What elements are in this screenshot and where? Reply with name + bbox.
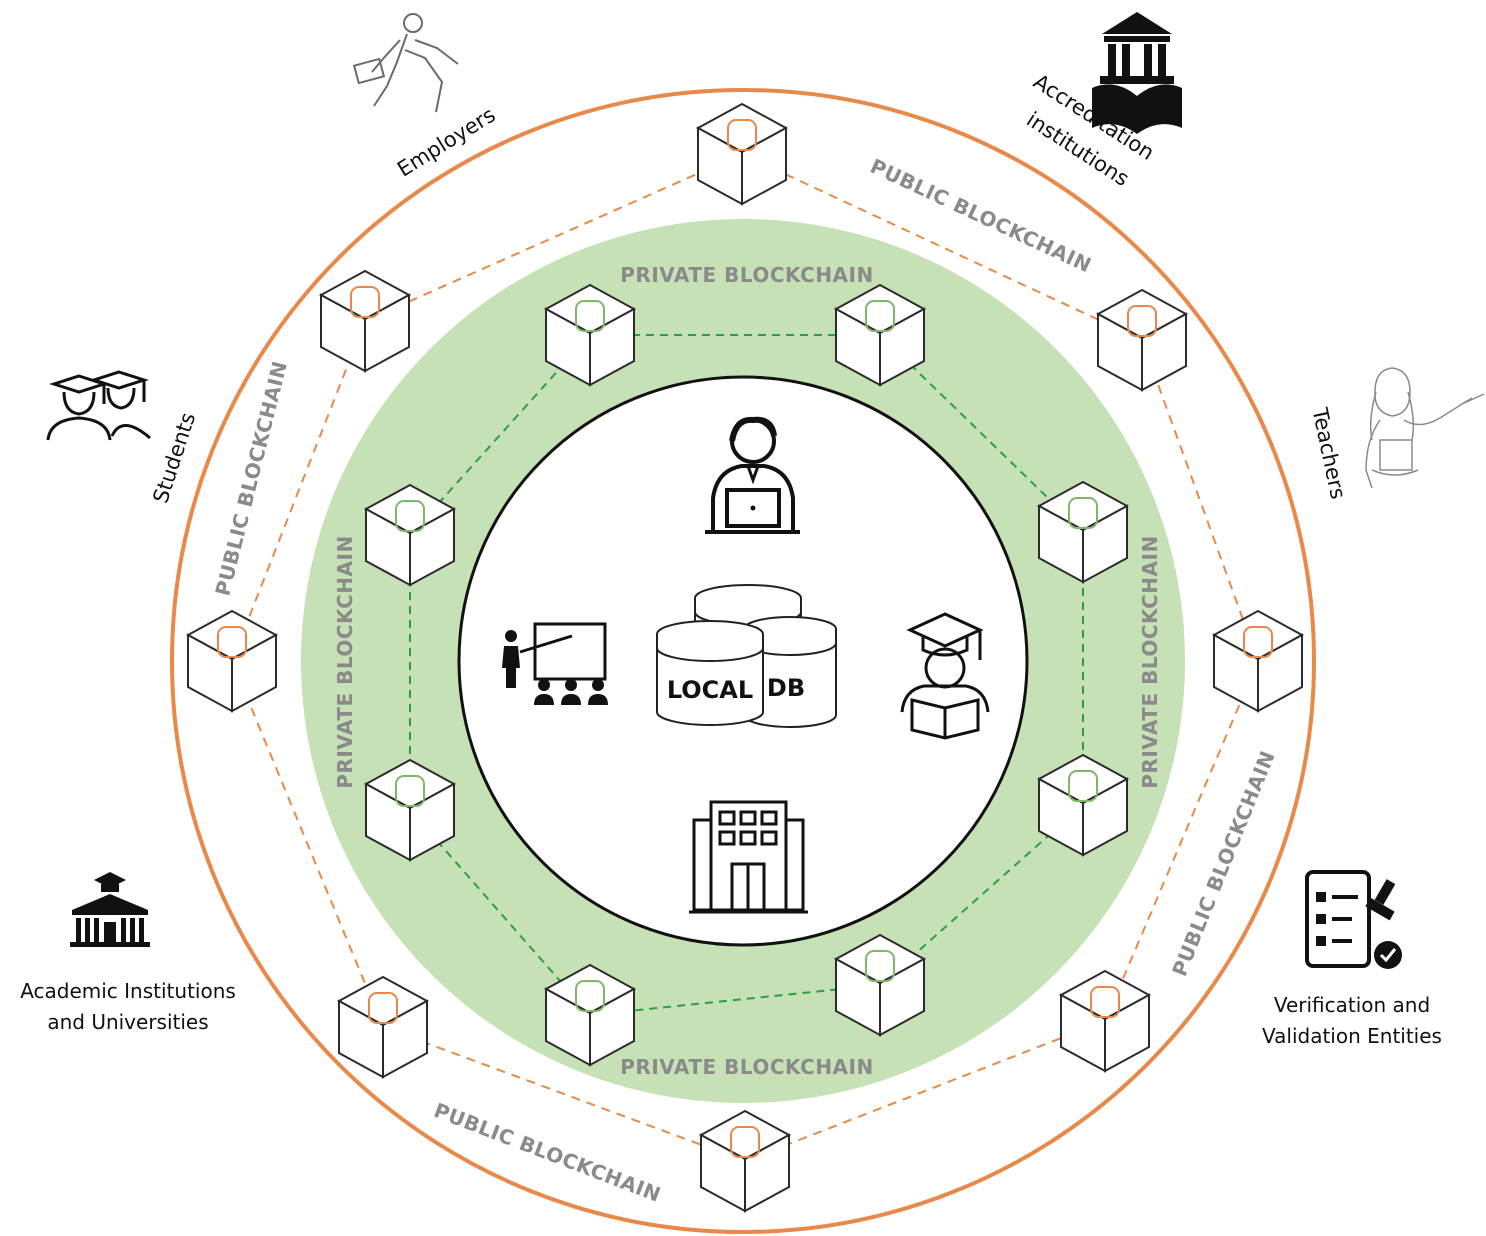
private-blockchain-label-left: PRIVATE BLOCKCHAIN: [333, 535, 357, 788]
private-node: [365, 484, 455, 586]
public-blockchain-label-left: PUBLIC BLOCKCHAIN: [210, 358, 292, 598]
local-db-icon: [656, 584, 837, 728]
private-nodes: [365, 284, 1128, 1066]
private-node: [545, 964, 635, 1066]
students-graduates-icon: [46, 370, 151, 441]
public-node: [187, 610, 277, 712]
private-node: [1038, 481, 1128, 583]
public-node: [338, 976, 428, 1078]
public-nodes: [187, 103, 1303, 1212]
db-label-right: DB: [767, 674, 805, 702]
teacher-class-icon: [502, 622, 608, 705]
public-blockchain-label-right: PUBLIC BLOCKCHAIN: [1167, 747, 1280, 980]
academic-label-line2: and Universities: [47, 1010, 208, 1034]
teacher-sketch-icon: [1365, 367, 1485, 489]
public-node: [1060, 970, 1150, 1072]
employer-walking-icon: [352, 13, 459, 113]
building-icon: [689, 800, 808, 914]
teachers-label: Teachers: [1307, 405, 1350, 501]
accreditation-institution-icon: [1092, 12, 1182, 134]
private-blockchain-label-bottom: PRIVATE BLOCKCHAIN: [620, 1055, 873, 1079]
public-blockchain-label-bottom-left: PUBLIC BLOCKCHAIN: [431, 1098, 665, 1207]
verification-label-line1: Verification and: [1274, 993, 1430, 1017]
private-node: [365, 759, 455, 861]
private-node: [835, 934, 925, 1036]
public-chain-links: [231, 153, 1259, 1162]
private-node: [545, 284, 635, 386]
admin-laptop-icon: [705, 416, 800, 534]
employers-label: Employers: [393, 103, 500, 182]
public-node: [697, 103, 787, 205]
students-label: Students: [148, 410, 200, 506]
private-blockchain-label-right: PRIVATE BLOCKCHAIN: [1138, 535, 1162, 788]
verification-label-line2: Validation Entities: [1262, 1024, 1442, 1048]
private-node: [835, 284, 925, 386]
graduate-reading-icon: [900, 612, 990, 740]
verification-checklist-icon: [1305, 870, 1402, 969]
public-ring: [170, 88, 1316, 1234]
public-node: [1097, 289, 1187, 391]
private-node: [1038, 754, 1128, 856]
university-building-icon: [70, 872, 150, 947]
public-node: [320, 270, 410, 372]
db-label-left: LOCAL: [667, 676, 753, 704]
public-node: [700, 1110, 790, 1212]
academic-label-line1: Academic Institutions: [20, 979, 236, 1003]
private-blockchain-label-top: PRIVATE BLOCKCHAIN: [620, 263, 873, 287]
public-node: [1213, 610, 1303, 712]
